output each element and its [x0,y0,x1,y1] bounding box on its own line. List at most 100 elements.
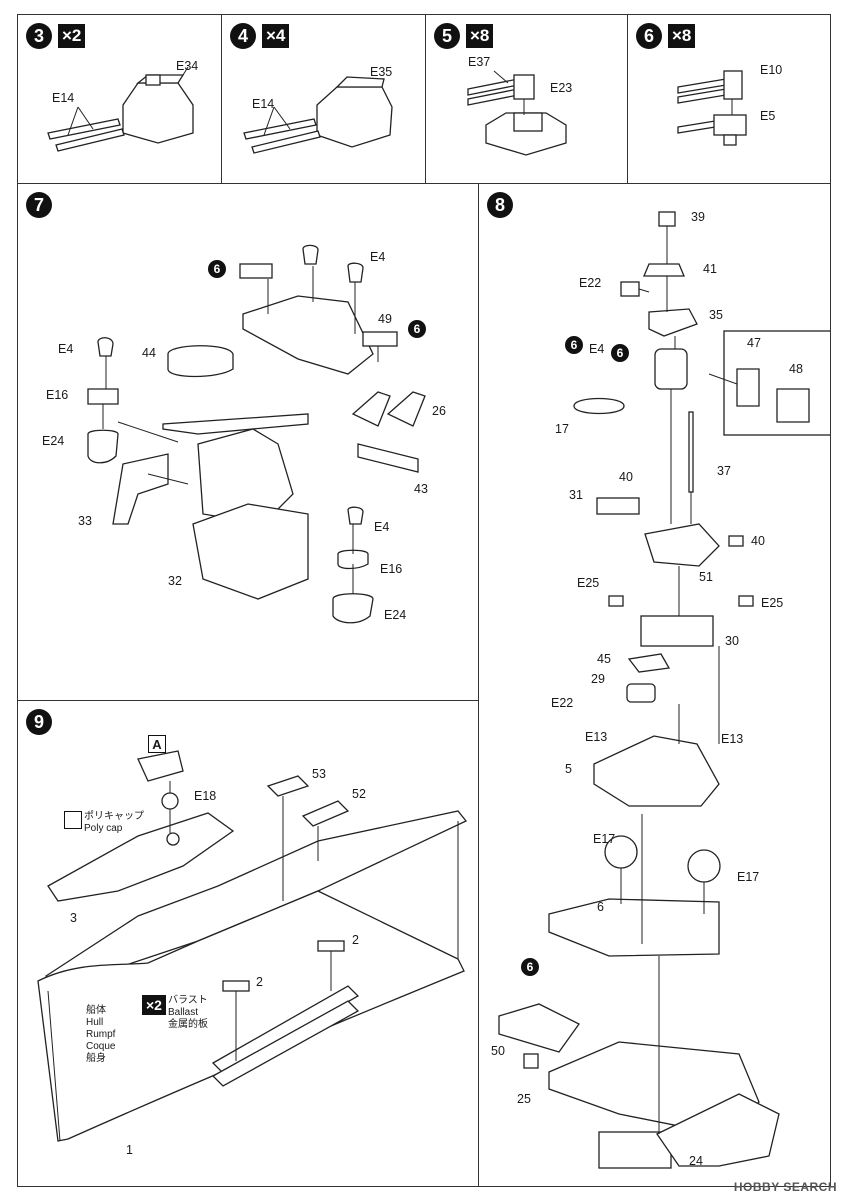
turret-drawing [243,76,393,154]
hull-drawing [37,750,468,1142]
label-31: 31 [569,488,583,502]
label-32: 32 [168,574,182,588]
label-e22: E22 [551,696,574,710]
ref-step-6-badge: 6 [408,320,426,338]
label-e14: E14 [252,97,275,111]
label-e24: E24 [42,434,65,448]
label-40: 40 [751,534,765,548]
label-e22: E22 [579,276,602,290]
label-44: 44 [142,346,156,360]
label-39: 39 [691,210,705,224]
label-2: 2 [352,933,359,947]
label-e24: E24 [384,608,407,622]
ballast-qty-badge: ×2 [142,995,166,1015]
polycap-label-jp: ポリキャップ [84,811,144,822]
label-e4: E4 [58,342,74,356]
label-e17: E17 [737,870,760,884]
label-33: 33 [78,514,92,528]
hull-label-jp: 船体 [86,1005,106,1016]
label-3: 3 [70,911,77,925]
bridge-tower-drawing [498,211,830,1169]
label-50: 50 [491,1044,505,1058]
label-47: 47 [747,336,761,350]
gun-assembly-drawing [677,70,747,146]
ref-step-6-badge: 6 [208,260,226,278]
hull-label-fr: Coque [86,1041,116,1052]
label-53: 53 [312,767,326,781]
label-e25: E25 [577,576,600,590]
step-number: 6 [636,23,662,49]
hull-label-cn: 船身 [86,1053,106,1064]
step-number: 7 [26,192,52,218]
ref-step-6-badge: 6 [565,336,583,354]
quantity-badge: ×2 [58,24,86,48]
label-35: 35 [709,308,723,322]
step-number: 4 [230,23,256,49]
label-17: 17 [555,422,569,436]
polycap-label-en: Poly cap [84,823,123,834]
label-e14: E14 [52,91,75,105]
label-29: 29 [591,672,605,686]
label-25: 25 [517,1092,531,1106]
hull-label-en: Hull [86,1017,104,1028]
label-40: 40 [619,470,633,484]
label-e18: E18 [194,789,217,803]
label-e35: E35 [370,65,393,79]
label-e34: E34 [176,59,199,73]
label-e4: E4 [589,342,605,356]
label-e37: E37 [468,55,491,69]
label-e23: E23 [550,81,573,95]
label-45: 45 [597,652,611,666]
label-e17: E17 [593,832,616,846]
step-7-panel: 7 6 6 E4 49 [17,183,479,701]
label-5: 5 [565,762,572,776]
label-e10: E10 [760,63,783,77]
step-6-panel: 6×8 E10 E5 [627,14,831,184]
step-number: 5 [434,23,460,49]
superstructure-drawing [87,244,426,624]
label-49: 49 [378,312,392,326]
step-4-panel: 4×4 E35 E14 [221,14,426,184]
label-e4: E4 [370,250,386,264]
label-26: 26 [432,404,446,418]
ref-a-box: A [148,735,166,753]
ballast-label-jp: バラスト [168,995,208,1006]
ref-step-6-badge: 6 [611,344,629,362]
step-number: 3 [26,23,52,49]
label-48: 48 [789,362,803,376]
label-e25: E25 [761,596,784,610]
label-30: 30 [725,634,739,648]
label-e16: E16 [46,388,69,402]
quantity-badge: ×8 [668,24,696,48]
label-24: 24 [689,1154,703,1168]
label-e13: E13 [721,732,744,746]
label-2: 2 [256,975,263,989]
label-e13: E13 [585,730,608,744]
label-52: 52 [352,787,366,801]
hull-label-de: Rumpf [86,1029,116,1040]
label-51: 51 [699,570,713,584]
label-e16: E16 [380,562,403,576]
step-8-panel: 8 [478,183,831,1187]
gun-assembly-drawing [467,70,567,156]
label-e5: E5 [760,109,776,123]
quantity-badge: ×4 [262,24,290,48]
ballast-label-cn: 金属的板 [168,1019,208,1030]
step-9-panel: 9 A E18 53 52 ポリキャップ Poly cap 3 2 ×2 バラ [17,700,479,1187]
polycap-icon [64,811,82,829]
label-1: 1 [126,1143,133,1157]
step-number: 9 [26,709,52,735]
quantity-badge: ×8 [466,24,494,48]
label-e4: E4 [374,520,390,534]
ref-step-6-badge: 6 [521,958,539,976]
label-43: 43 [414,482,428,496]
turret-drawing [47,66,194,152]
label-37: 37 [717,464,731,478]
step-5-panel: 5×8 E37 E23 [425,14,628,184]
label-6: 6 [597,900,604,914]
ballast-label-en: Ballast [168,1007,199,1018]
watermark-logo: HOBBY SEARCH [733,1180,837,1194]
step-3-panel: 3×2 E34 E14 [17,14,222,184]
label-41: 41 [703,262,717,276]
step-number: 8 [487,192,513,218]
